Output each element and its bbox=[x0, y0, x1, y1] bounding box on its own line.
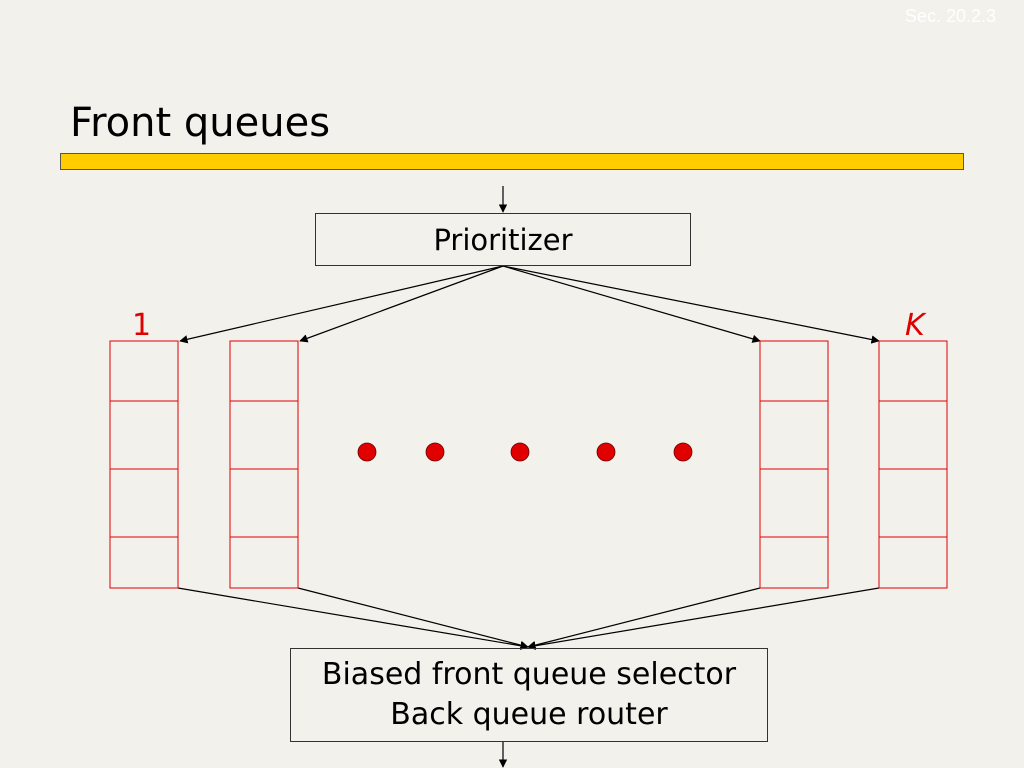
queue-slot bbox=[109, 340, 179, 402]
selector-label: Biased front queue selector bbox=[321, 657, 737, 692]
front-queue bbox=[229, 340, 299, 589]
front-queue bbox=[109, 340, 179, 589]
queue-slot bbox=[229, 536, 299, 589]
front-queues bbox=[109, 340, 948, 589]
ellipsis-dot bbox=[510, 442, 530, 462]
queue-to-selector-arrow bbox=[527, 587, 761, 650]
queue-slot bbox=[878, 468, 948, 538]
queue-slot bbox=[878, 536, 948, 589]
connector-arrows bbox=[177, 186, 880, 768]
ellipsis-dot bbox=[357, 442, 377, 462]
selector-router-box: Biased front queue selector Back queue r… bbox=[290, 648, 768, 742]
router-label: Back queue router bbox=[390, 697, 668, 732]
queue-slot bbox=[878, 400, 948, 470]
front-queue bbox=[759, 340, 829, 589]
ellipsis-dots bbox=[357, 442, 693, 462]
queue-slot bbox=[229, 400, 299, 470]
queue-slot bbox=[109, 468, 179, 538]
queue-slot bbox=[759, 340, 829, 402]
front-queue bbox=[878, 340, 948, 589]
queue-slot bbox=[229, 468, 299, 538]
prioritizer-to-queue-arrow bbox=[502, 265, 761, 343]
ellipsis-dot bbox=[596, 442, 616, 462]
queue-slot bbox=[878, 340, 948, 402]
queue-slot bbox=[229, 340, 299, 402]
last-queue-label: K bbox=[905, 308, 925, 343]
queue-to-selector-arrow bbox=[297, 587, 529, 650]
queue-slot bbox=[759, 468, 829, 538]
ellipsis-dot bbox=[425, 442, 445, 462]
prioritizer-to-queue-arrow bbox=[502, 265, 880, 344]
title-underline-bar bbox=[60, 153, 964, 170]
slide-title: Front queues bbox=[70, 100, 331, 146]
queue-slot bbox=[759, 536, 829, 589]
prioritizer-box: Prioritizer bbox=[315, 213, 691, 266]
first-queue-label: 1 bbox=[132, 308, 152, 343]
prioritizer-to-queue-arrow bbox=[299, 265, 504, 343]
queue-slot bbox=[759, 400, 829, 470]
ellipsis-dot bbox=[673, 442, 693, 462]
queue-slot bbox=[109, 400, 179, 470]
section-reference: Sec. 20.2.3 bbox=[904, 6, 996, 26]
queue-to-selector-arrow bbox=[177, 587, 529, 650]
prioritizer-label: Prioritizer bbox=[433, 222, 573, 257]
queue-to-selector-arrow bbox=[527, 587, 880, 650]
queue-slot bbox=[109, 536, 179, 589]
prioritizer-to-queue-arrow bbox=[179, 265, 504, 344]
